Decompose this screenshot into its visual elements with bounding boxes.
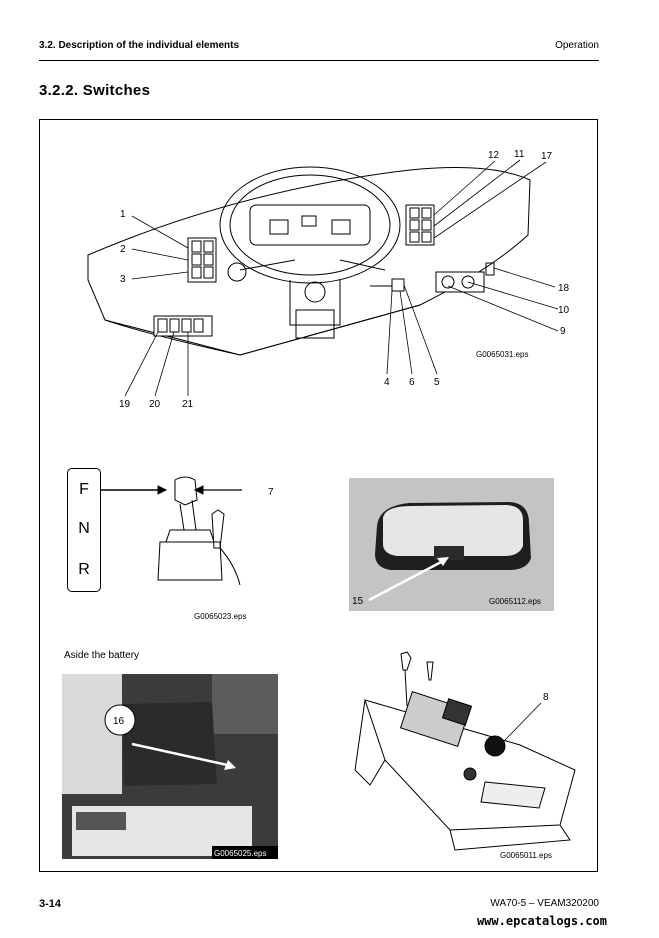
callout-6: 6 bbox=[409, 377, 415, 388]
lever-caption: G0065023.eps bbox=[194, 612, 247, 621]
fnr-indicator: F N R bbox=[67, 468, 101, 592]
dashboard-illustration: 1 2 3 12 11 17 18 10 9 4 6 5 19 20 21 G0… bbox=[87, 149, 570, 410]
callout-8: 8 bbox=[543, 692, 549, 703]
fnr-neutral: N bbox=[78, 520, 90, 537]
callout-2: 2 bbox=[120, 244, 126, 255]
console-illustration: 8 G0065011.eps bbox=[354, 651, 576, 860]
callout-11: 11 bbox=[514, 149, 525, 160]
callout-1: 1 bbox=[120, 209, 126, 220]
callout-19: 19 bbox=[119, 399, 131, 410]
battery-photo: 16 G0065025.eps bbox=[62, 674, 278, 859]
figure-frame bbox=[39, 119, 598, 872]
callout-20: 20 bbox=[149, 399, 161, 410]
lamp-photo: 15 G0065112.eps bbox=[349, 478, 554, 611]
fnr-forward: F bbox=[79, 481, 89, 498]
document-code: WA70-5 – VEAM320200 bbox=[490, 898, 599, 909]
callout-7: 7 bbox=[268, 487, 274, 498]
watermark: www.epcatalogs.com bbox=[476, 914, 607, 928]
header-rule bbox=[39, 60, 599, 61]
page-number: 3-14 bbox=[39, 898, 62, 910]
header-chapter: Operation bbox=[555, 40, 599, 51]
callout-21: 21 bbox=[182, 399, 194, 410]
callout-17: 17 bbox=[541, 151, 553, 162]
callout-10: 10 bbox=[558, 305, 570, 316]
console-caption: G0065011.eps bbox=[500, 851, 552, 860]
dashboard-caption: G0065031.eps bbox=[476, 350, 529, 359]
lever-illustration: 7 bbox=[100, 476, 274, 586]
callout-18: 18 bbox=[558, 283, 570, 294]
lamp-caption: G0065112.eps bbox=[489, 597, 541, 606]
callout-4: 4 bbox=[384, 377, 390, 388]
header-section: 3.2. Description of the individual eleme… bbox=[39, 40, 240, 51]
callout-15: 15 bbox=[352, 596, 364, 607]
callout-3: 3 bbox=[120, 274, 126, 285]
callout-5: 5 bbox=[434, 377, 440, 388]
battery-caption: G0065025.eps bbox=[214, 849, 267, 858]
fnr-reverse: R bbox=[78, 561, 90, 578]
section-title: 3.2.2. Switches bbox=[39, 82, 151, 99]
battery-label: Aside the battery bbox=[64, 650, 140, 661]
callout-12: 12 bbox=[488, 150, 500, 161]
callout-16: 16 bbox=[113, 716, 125, 727]
callout-9: 9 bbox=[560, 326, 566, 337]
